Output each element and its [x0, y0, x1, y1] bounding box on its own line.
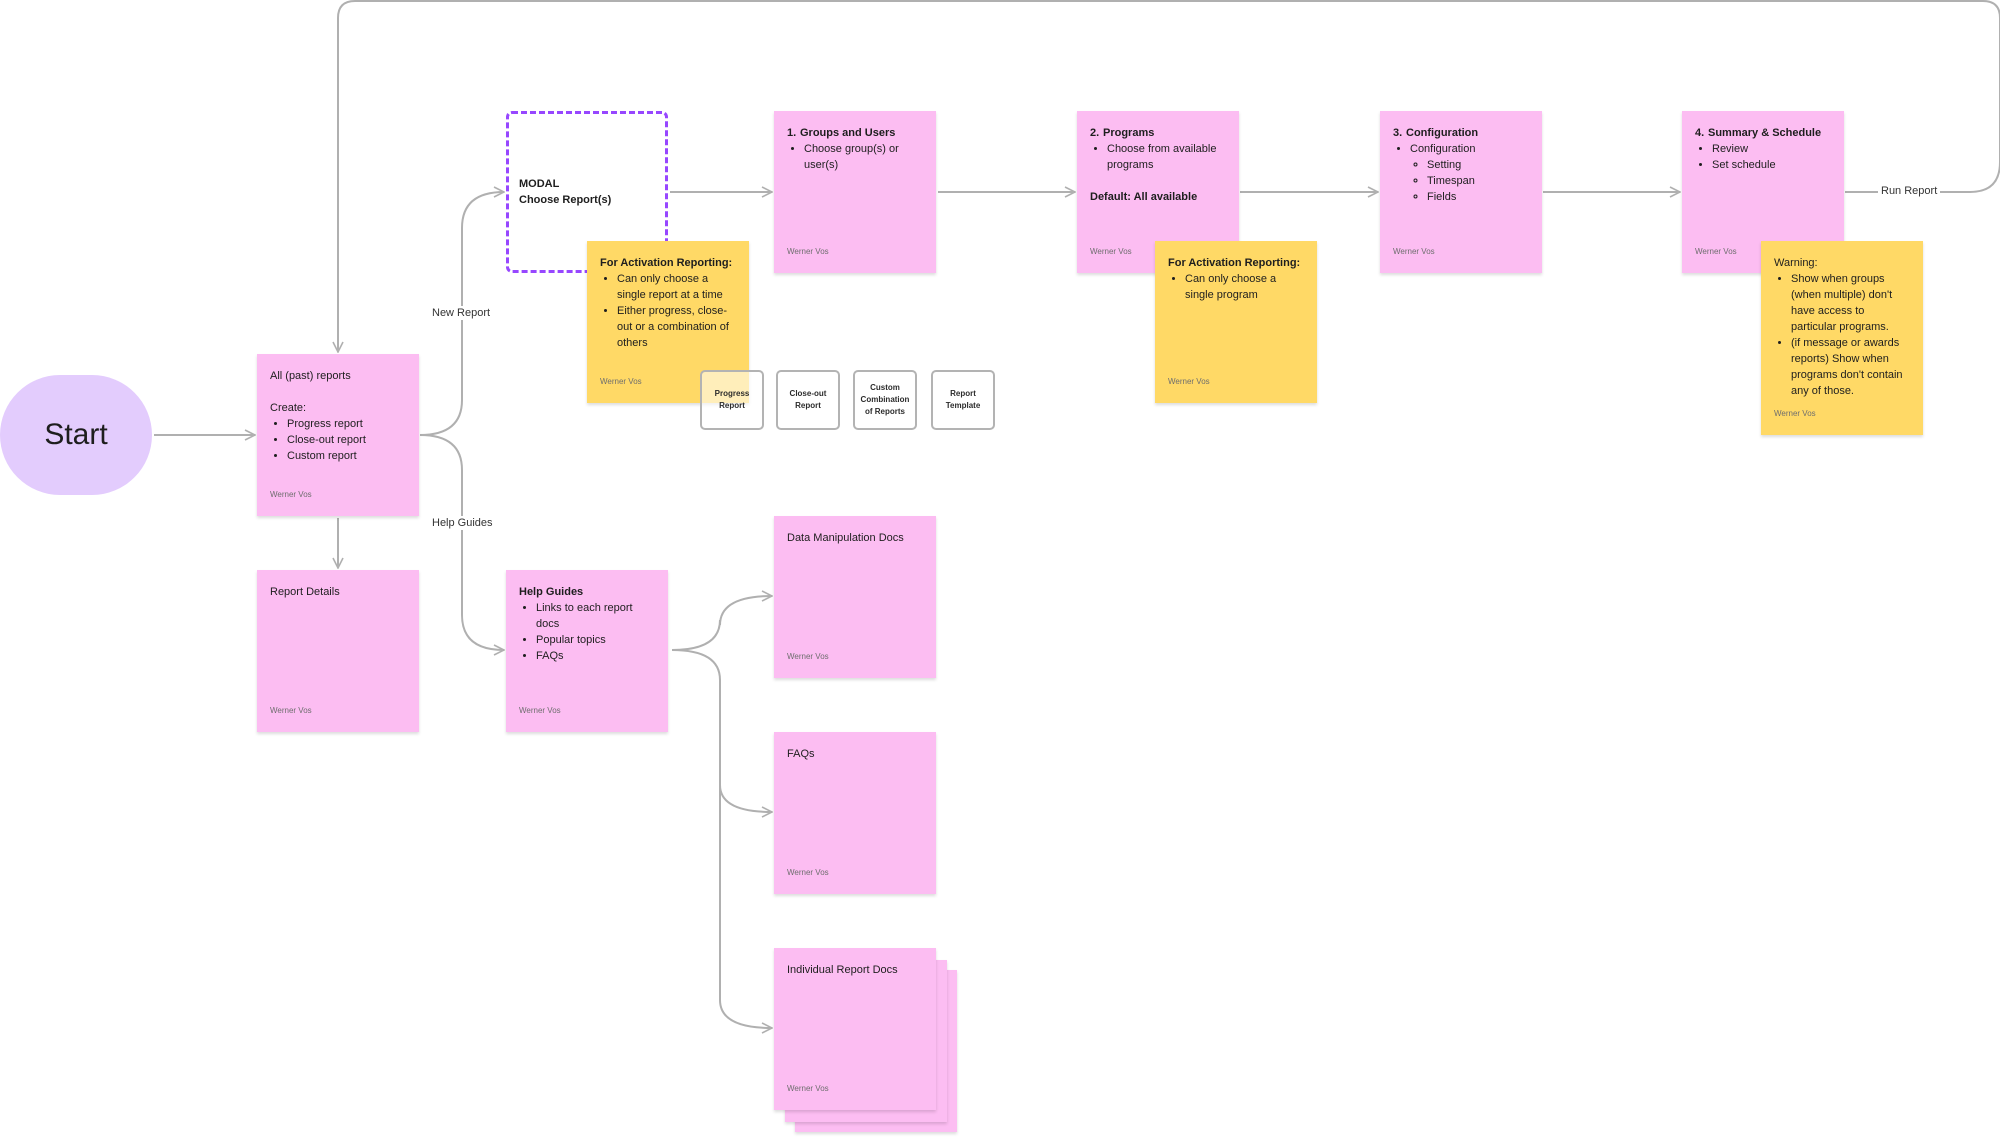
- sticky-author: Werner Vos: [600, 377, 642, 386]
- data-docs-title: Data Manipulation Docs: [787, 532, 904, 544]
- sticky-author: Werner Vos: [1090, 247, 1132, 256]
- sticky-report-details[interactable]: Report Details Werner Vos: [257, 570, 419, 732]
- chip-custom-combination[interactable]: Custom Combination of Reports: [853, 370, 917, 430]
- activation-note-list: Can only choose a single report at a tim…: [600, 271, 736, 351]
- step-number: 3.: [1393, 127, 1403, 139]
- report-details-title: Report Details: [270, 586, 340, 598]
- step1-title: Groups and Users: [800, 127, 896, 139]
- modal-label: MODAL: [519, 178, 560, 190]
- help-guides-list: Links to each report docs Popular topics…: [519, 600, 655, 664]
- edge-run-report-loop: [338, 0, 2000, 352]
- warning-item: Show when groups (when multiple) don't h…: [1791, 271, 1910, 335]
- create-item-closeout: Close-out report: [287, 432, 406, 448]
- create-item-custom: Custom report: [287, 448, 406, 464]
- start-node[interactable]: Start: [0, 375, 152, 495]
- sticky-author: Werner Vos: [270, 706, 312, 715]
- step4-title: Summary & Schedule: [1708, 127, 1822, 139]
- step-number: 2.: [1090, 127, 1100, 139]
- start-label: Start: [44, 418, 108, 451]
- sticky-data-manipulation-docs[interactable]: Data Manipulation Docs Werner Vos: [774, 516, 936, 678]
- sticky-author: Werner Vos: [787, 1084, 829, 1093]
- sticky-author: Werner Vos: [787, 652, 829, 661]
- step2-title: Programs: [1103, 127, 1155, 139]
- step2-item: Choose from available programs: [1107, 141, 1226, 173]
- activation-note-title: For Activation Reporting:: [1168, 257, 1301, 269]
- sticky-help-guides[interactable]: Help Guides Links to each report docs Po…: [506, 570, 668, 732]
- warning-list: Show when groups (when multiple) don't h…: [1774, 271, 1910, 399]
- sticky-author: Werner Vos: [1393, 247, 1435, 256]
- help-guides-item: Popular topics: [536, 632, 655, 648]
- sticky-author: Werner Vos: [270, 490, 312, 499]
- help-guides-item: FAQs: [536, 648, 655, 664]
- chip-closeout-report[interactable]: Close-out Report: [776, 370, 840, 430]
- create-list: Progress report Close-out report Custom …: [270, 416, 406, 464]
- step3-item: Configuration Setting Timespan Fields: [1410, 141, 1529, 205]
- create-item-progress: Progress report: [287, 416, 406, 432]
- step4-list: Review Set schedule: [1695, 141, 1831, 173]
- edge-label-run-report: Run Report: [1878, 184, 1941, 198]
- step3-subitem-fields: Fields: [1427, 189, 1529, 205]
- edge-label-new-report: New Report: [429, 306, 494, 320]
- faqs-title: FAQs: [787, 748, 815, 760]
- warning-title: Warning:: [1774, 257, 1818, 269]
- sticky-step3-configuration[interactable]: 3.Configuration Configuration Setting Ti…: [1380, 111, 1542, 273]
- step2-list: Choose from available programs: [1090, 141, 1226, 173]
- sticky-faqs[interactable]: FAQs Werner Vos: [774, 732, 936, 894]
- edge-help-to-individual-docs: [719, 760, 772, 1028]
- activation-note-title: For Activation Reporting:: [600, 257, 733, 269]
- help-guides-item: Links to each report docs: [536, 600, 655, 632]
- warning-item: (if message or awards reports) Show when…: [1791, 335, 1910, 399]
- step3-subitem-setting: Setting: [1427, 157, 1529, 173]
- sticky-author: Werner Vos: [1695, 247, 1737, 256]
- step3-title: Configuration: [1406, 127, 1479, 139]
- sticky-author: Werner Vos: [519, 706, 561, 715]
- edge-help-to-data-docs: [671, 596, 772, 651]
- chip-report-template[interactable]: Report Template: [931, 370, 995, 430]
- step2-default: Default: All available: [1090, 191, 1198, 203]
- sticky-author: Werner Vos: [1168, 377, 1210, 386]
- activation-note-item: Can only choose a single program: [1185, 271, 1304, 303]
- step-number: 1.: [787, 127, 797, 139]
- sticky-warning-note[interactable]: Warning: Show when groups (when multiple…: [1761, 241, 1923, 435]
- step3-sublist: Setting Timespan Fields: [1410, 157, 1529, 205]
- sticky-individual-report-docs[interactable]: Individual Report Docs Werner Vos: [774, 948, 936, 1110]
- edge-help-to-faqs: [671, 649, 772, 812]
- sticky-author: Werner Vos: [787, 247, 829, 256]
- sticky-author: Werner Vos: [1774, 409, 1816, 418]
- all-reports-title: All (past) reports: [270, 370, 351, 382]
- activation-note-item: Either progress, close-out or a combinat…: [617, 303, 736, 351]
- sticky-activation-note-programs[interactable]: For Activation Reporting: Can only choos…: [1155, 241, 1317, 403]
- step3-subitem-timespan: Timespan: [1427, 173, 1529, 189]
- step1-list: Choose group(s) or user(s): [787, 141, 923, 173]
- step4-item-schedule: Set schedule: [1712, 157, 1831, 173]
- create-label: Create:: [270, 402, 307, 414]
- activation-note-item: Can only choose a single report at a tim…: [617, 271, 736, 303]
- edge-help-guides: [419, 434, 504, 650]
- modal-title: Choose Report(s): [519, 194, 612, 206]
- chip-progress-report[interactable]: Progress Report: [700, 370, 764, 430]
- edge-label-help-guides: Help Guides: [429, 516, 496, 530]
- step3-list: Configuration Setting Timespan Fields: [1393, 141, 1529, 205]
- step1-item: Choose group(s) or user(s): [804, 141, 923, 173]
- step4-item-review: Review: [1712, 141, 1831, 157]
- sticky-author: Werner Vos: [787, 868, 829, 877]
- sticky-all-reports[interactable]: All (past) reports Create: Progress repo…: [257, 354, 419, 516]
- help-guides-title: Help Guides: [519, 586, 584, 598]
- individual-docs-title: Individual Report Docs: [787, 964, 898, 976]
- sticky-activation-note-reports[interactable]: For Activation Reporting: Can only choos…: [587, 241, 749, 403]
- step-number: 4.: [1695, 127, 1705, 139]
- step3-item-label: Configuration: [1410, 143, 1476, 155]
- activation-note-list: Can only choose a single program: [1168, 271, 1304, 303]
- sticky-step1-groups-users[interactable]: 1.Groups and Users Choose group(s) or us…: [774, 111, 936, 273]
